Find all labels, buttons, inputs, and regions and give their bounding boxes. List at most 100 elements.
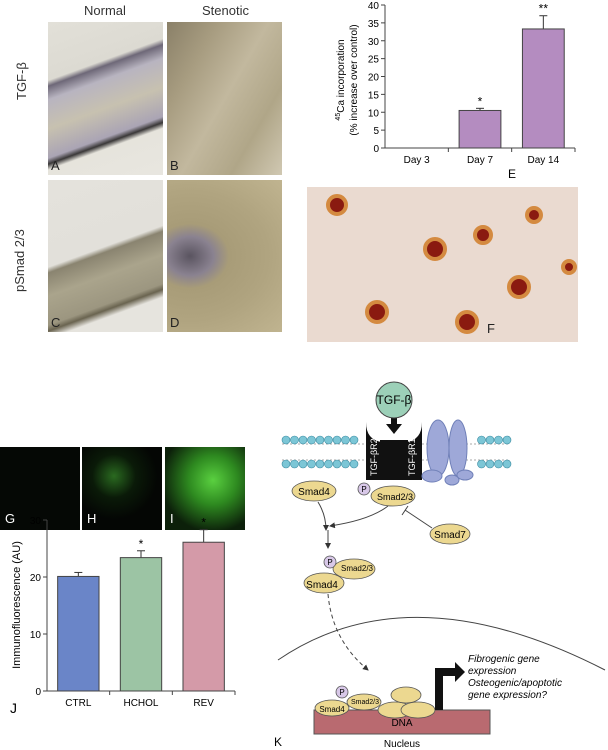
significance-marker: * xyxy=(478,94,483,108)
panel-label-j: J xyxy=(10,700,17,716)
y-tick-label: 15 xyxy=(368,90,380,101)
y-tick-label: 25 xyxy=(368,55,380,66)
fluorescence-h: H xyxy=(82,447,162,530)
significance-marker: ** xyxy=(539,2,549,16)
lipid-head xyxy=(307,435,316,445)
receptor2-label: TGF-βR2 xyxy=(369,438,379,476)
y-tick-label: 20 xyxy=(368,73,380,84)
y-tick-label: 20 xyxy=(30,573,42,584)
lipid-head xyxy=(298,435,308,445)
dna-label: DNA xyxy=(391,718,412,729)
col-header-stenotic: Stenotic xyxy=(202,3,249,18)
chart-e: 45Ca incorporation (% increase over cont… xyxy=(335,1,576,181)
panel-label-g: G xyxy=(5,511,16,526)
x-tick-label: Day 14 xyxy=(527,155,559,166)
panel-label-c: C xyxy=(51,315,61,330)
y-tick-label: 30 xyxy=(368,37,380,48)
lipid-head xyxy=(349,435,359,445)
lipid-head xyxy=(477,459,486,469)
fluorescence-g: G xyxy=(0,447,80,530)
panel-label-d: D xyxy=(170,315,180,330)
smad4-cytoplasm xyxy=(291,480,337,502)
significance-marker: * xyxy=(201,516,206,530)
micrograph-b: B xyxy=(167,22,282,175)
lipid-head xyxy=(349,459,359,469)
accessory-protein xyxy=(421,419,474,486)
x-tick-label: CTRL xyxy=(65,698,92,709)
diagram-k: TGF-β TGF-βR2 TGF-βR1 Smad4 Smad2/3 Smad… xyxy=(274,381,606,750)
lipid-head xyxy=(332,459,342,469)
y-tick-label: 35 xyxy=(368,19,380,30)
lipid-head xyxy=(324,435,333,445)
lipid-head xyxy=(315,459,325,469)
nucleus-label: Nucleus xyxy=(384,739,420,750)
outcome-line: expression xyxy=(468,666,517,677)
lipid-head xyxy=(315,435,325,445)
x-tick-label: Day 7 xyxy=(467,155,494,166)
phospho-label: P xyxy=(361,485,366,494)
lipid-head xyxy=(502,459,512,469)
receptor1-label: TGF-βR1 xyxy=(407,438,417,476)
y-tick-label: 40 xyxy=(368,1,380,12)
cell-membrane xyxy=(281,435,512,469)
lipid-head xyxy=(485,435,495,445)
micrograph-a: A xyxy=(48,22,163,175)
outcome-line: Osteogenic/apoptotic xyxy=(468,678,562,689)
panel-label-i: I xyxy=(170,511,174,526)
panel-label-f: F xyxy=(487,321,495,336)
y-tick-label: 30 xyxy=(30,516,42,527)
phospho-label: P xyxy=(327,558,332,567)
y-tick-label: 5 xyxy=(373,126,379,137)
lipid-head xyxy=(298,459,308,469)
micrograph-f: F xyxy=(307,187,578,342)
lipid-head xyxy=(290,459,299,469)
bar-ctrl xyxy=(57,575,100,692)
bar-day-7 xyxy=(458,109,502,149)
lipid-head xyxy=(494,435,503,445)
phospho-label: P xyxy=(339,688,344,697)
lipid-head xyxy=(307,459,316,469)
smad4-complex xyxy=(303,572,345,594)
micrograph-d: D xyxy=(167,180,282,332)
panel-label-h: H xyxy=(87,511,97,526)
row-header-tgfb: TGF-β xyxy=(14,62,29,100)
nuclear-envelope xyxy=(277,616,606,671)
smad23-dna-label: Smad2/3 xyxy=(351,699,379,706)
smad23-label: Smad2/3 xyxy=(377,492,413,502)
chart-j-ylabel: Immunofluorescence (AU) xyxy=(11,541,23,669)
fluorescence-i: I xyxy=(165,447,245,530)
y-tick-label: 0 xyxy=(35,687,41,698)
col-header-normal: Normal xyxy=(84,3,126,18)
smad4-dna-label: Smad4 xyxy=(319,705,345,714)
x-tick-label: Day 3 xyxy=(404,155,431,166)
panel-label-e: E xyxy=(508,167,516,181)
micrograph-c: C xyxy=(48,180,163,332)
lipid-head xyxy=(477,435,486,445)
tgfb-ligand xyxy=(375,381,413,419)
lipid-head xyxy=(494,459,503,469)
bar-day-14 xyxy=(521,28,565,149)
inhibition-line xyxy=(404,509,433,529)
chart-e-ylabel: 45Ca incorporation xyxy=(335,39,347,120)
y-tick-label: 10 xyxy=(30,630,42,641)
lipid-head xyxy=(281,435,291,445)
lipid-head xyxy=(502,435,512,445)
lipid-head xyxy=(332,435,342,445)
significance-marker: * xyxy=(139,537,144,551)
chart-e-ylabel-2: (% increase over control) xyxy=(349,24,360,135)
panel-label-b: B xyxy=(170,158,179,173)
smad7 xyxy=(429,523,471,545)
y-tick-label: 10 xyxy=(368,108,380,119)
bar-hchol xyxy=(119,557,163,692)
binding-arrow-icon xyxy=(386,424,402,434)
lipid-head xyxy=(341,435,350,445)
outcome-line: Fibrogenic gene xyxy=(468,654,540,665)
y-tick-label: 0 xyxy=(373,144,379,155)
smad23-cytoplasm xyxy=(370,485,416,507)
lipid-head xyxy=(281,459,291,469)
panel-label-k: K xyxy=(274,735,282,749)
bar-rev xyxy=(182,541,225,692)
tgfb-ligand-label: TGF-β xyxy=(377,393,412,407)
